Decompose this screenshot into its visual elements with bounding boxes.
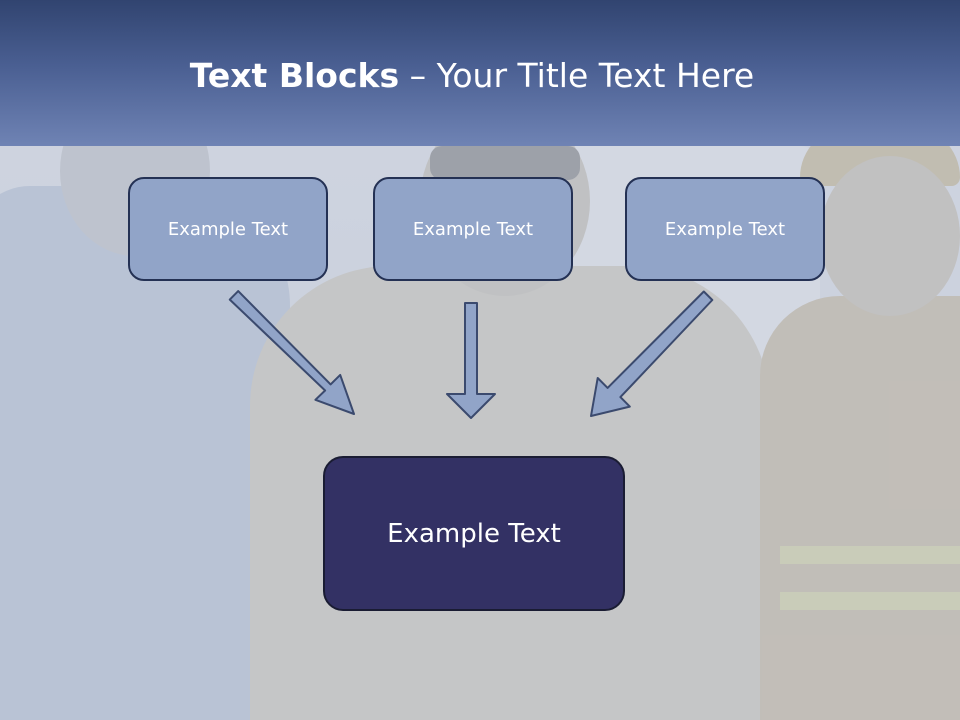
text-block-main[interactable]: Example Text xyxy=(323,456,625,611)
title-rest: – Your Title Text Here xyxy=(399,56,755,95)
firefighter-figure xyxy=(760,296,960,720)
text-block-2[interactable]: Example Text xyxy=(373,177,573,281)
slide-title: Text Blocks – Your Title Text Here xyxy=(0,56,944,95)
sunglasses-shape xyxy=(430,146,580,180)
title-bold: Text Blocks xyxy=(189,56,400,95)
text-block-3[interactable]: Example Text xyxy=(625,177,825,281)
firefighter-head xyxy=(820,156,960,316)
reflective-stripe xyxy=(780,546,960,564)
text-block-1[interactable]: Example Text xyxy=(128,177,328,281)
title-band: Text Blocks – Your Title Text Here xyxy=(0,0,960,146)
reflective-stripe xyxy=(780,592,960,610)
